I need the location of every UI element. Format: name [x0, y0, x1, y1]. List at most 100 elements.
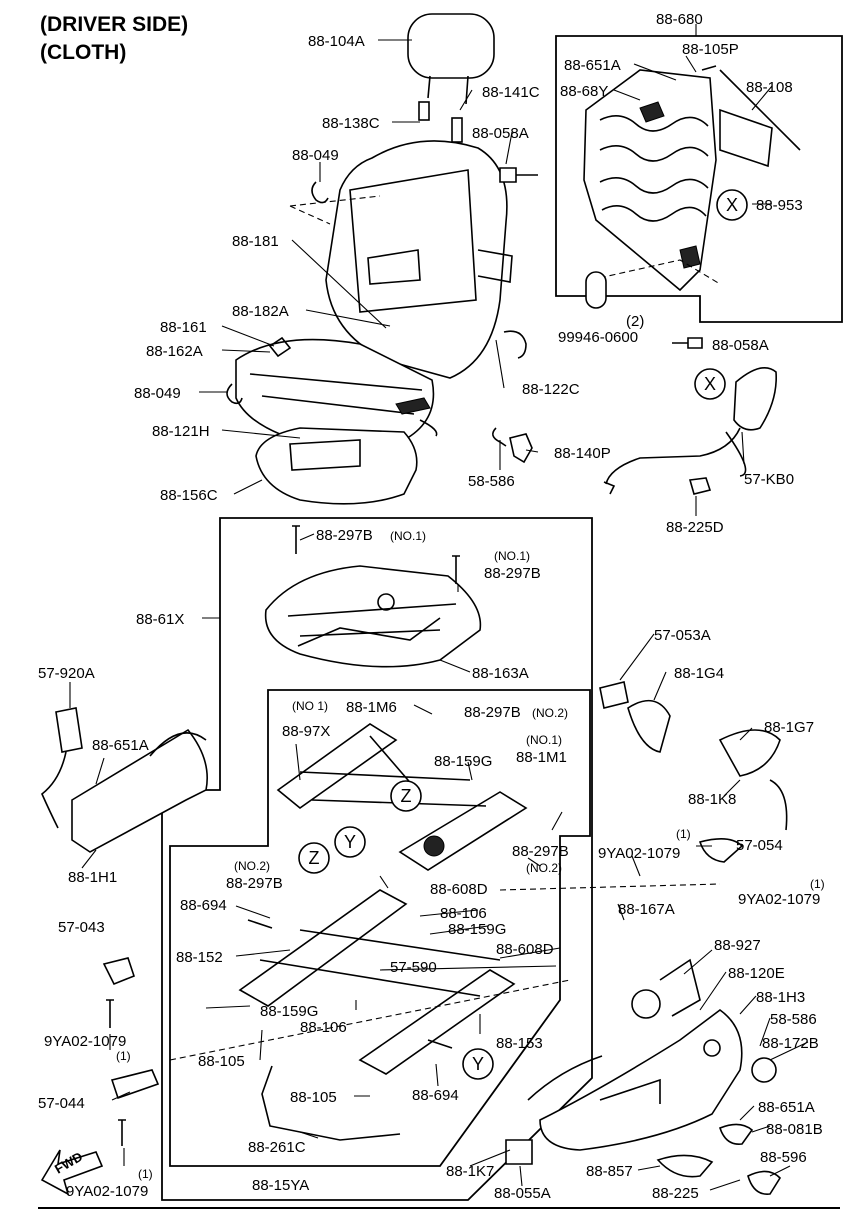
part-label: 9YA02-1079 [598, 845, 680, 862]
part-label: 88-1K8 [688, 791, 736, 808]
part-label: 88-1M1 [516, 749, 567, 766]
part-label: 88-105P [682, 41, 739, 58]
part-labels: 88-680 88-104A 88-651A 88-105P 88-68Y 88… [38, 11, 825, 1202]
part-label: 88-608D [496, 941, 554, 958]
seatback-frame [583, 65, 801, 292]
part-label: 88-081B [766, 1121, 823, 1138]
part-label: (1) [138, 1167, 153, 1181]
callout-z-label: Z [309, 848, 320, 868]
part-label: 57-043 [58, 919, 105, 936]
part-label: 9YA02-1079 [44, 1033, 126, 1050]
part-label: 88-162A [146, 343, 203, 360]
part-label: 88-1H1 [68, 869, 117, 886]
part-label: 88-1K7 [446, 1163, 494, 1180]
part-label: 88-140P [554, 445, 611, 462]
part-label: 88-049 [134, 385, 181, 402]
part-label: 88-106 [300, 1019, 347, 1036]
part-label: 88-1H3 [756, 989, 805, 1006]
callout-x-frame: X [716, 189, 748, 221]
part-label: 88-167A [618, 901, 675, 918]
part-label: 88-122C [522, 381, 580, 398]
headrest [407, 13, 495, 143]
part-label: 88-108 [746, 79, 793, 96]
callout-x-label: X [726, 195, 738, 215]
part-label: 88-141C [482, 84, 540, 101]
part-label: 88-680 [656, 11, 703, 28]
part-label: 88-159G [434, 753, 492, 770]
part-label: 88-694 [412, 1087, 459, 1104]
side-shield [505, 958, 782, 1195]
part-label: 88-161 [160, 319, 207, 336]
part-label: 88-297B [464, 704, 521, 721]
part-label: (2) [626, 313, 644, 330]
part-label: 88-1G7 [764, 719, 814, 736]
hardware-top [226, 167, 703, 464]
part-label: 88-953 [756, 197, 803, 214]
part-label: 88-163A [472, 665, 529, 682]
part-label: 88-927 [714, 937, 761, 954]
part-label: (NO.2) [234, 859, 270, 873]
part-label: 57-590 [390, 959, 437, 976]
part-label: 88-225D [666, 519, 724, 536]
seat-cushion [235, 338, 438, 505]
cushion-assembly-box [161, 517, 593, 1201]
part-label: 58-586 [770, 1011, 817, 1028]
part-label: 88-261C [248, 1139, 306, 1156]
part-label: 88-159G [260, 1003, 318, 1020]
part-label: 88-68Y [560, 83, 608, 100]
diagram-title-line2: (CLOTH) [40, 41, 126, 64]
belt-buckle-and-trim [40, 681, 788, 1196]
part-label: 88-138C [322, 115, 380, 132]
part-label: 57-054 [736, 837, 783, 854]
part-label: 88-106 [440, 905, 487, 922]
frame-assembly-box [555, 35, 843, 323]
callout-z-lower: Z [298, 842, 330, 874]
part-label: 58-586 [468, 473, 515, 490]
callout-z-upper: Z [390, 780, 422, 812]
leader-lines [69, 24, 809, 1191]
part-label: 57-920A [38, 665, 95, 682]
part-label: (NO.2) [532, 706, 568, 720]
part-label: 88-596 [760, 1149, 807, 1166]
part-label: 9YA02-1079 [738, 891, 820, 908]
part-label: 88-156C [160, 487, 218, 504]
part-label: (NO 1) [292, 699, 328, 713]
part-label: 88-058A [472, 125, 529, 142]
part-label: (NO.2) [526, 861, 562, 875]
part-label: 88-297B [512, 843, 569, 860]
part-label: 88-105 [198, 1053, 245, 1070]
part-label: 88-105 [290, 1089, 337, 1106]
part-label: 88-152 [176, 949, 223, 966]
part-label: 88-651A [92, 737, 149, 754]
callout-x-airbag: X [694, 368, 726, 400]
part-label: 88-97X [282, 723, 330, 740]
part-label: (NO.1) [494, 549, 530, 563]
part-label: 88-1G4 [674, 665, 724, 682]
seat-track [238, 723, 528, 1141]
part-label: (1) [810, 877, 825, 891]
part-label: 57-KB0 [744, 471, 794, 488]
part-label: 88-225 [652, 1185, 699, 1202]
adjuster-box [169, 689, 591, 1167]
part-label: 88-15YA [252, 1177, 309, 1194]
callout-y-lower: Y [462, 1048, 494, 1080]
part-label: 88-651A [758, 1099, 815, 1116]
callout-y-label: Y [472, 1054, 484, 1074]
callout-y-upper: Y [334, 826, 366, 858]
callout-y-label: Y [344, 832, 356, 852]
part-label: 88-172B [762, 1035, 819, 1052]
part-label: 88-120E [728, 965, 785, 982]
part-label: 88-104A [308, 33, 365, 50]
callout-z-label: Z [401, 786, 412, 806]
part-label: 88-297B [316, 527, 373, 544]
part-label: 88-1M6 [346, 699, 397, 716]
part-label: 88-058A [712, 337, 769, 354]
part-label: 99946-0600 [558, 329, 638, 346]
part-label: (1) [116, 1049, 131, 1063]
part-label: 88-297B [484, 565, 541, 582]
part-label: 88-049 [292, 147, 339, 164]
part-label: 88-055A [494, 1185, 551, 1202]
part-label: 88-182A [232, 303, 289, 320]
part-label: 88-608D [430, 881, 488, 898]
